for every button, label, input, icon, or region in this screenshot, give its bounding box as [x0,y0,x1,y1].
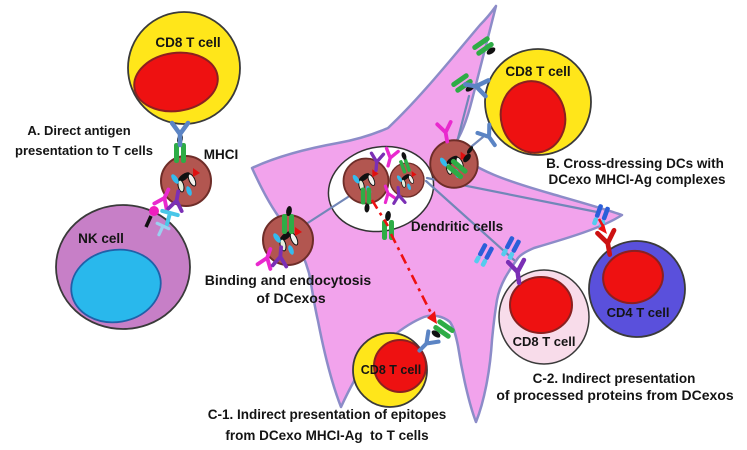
red-arrows [370,199,607,324]
pathway-c2-label-line2: of processed proteins from DCexos [496,387,734,403]
peptide [463,153,471,163]
exosome-binding [262,214,314,266]
trafficking-line [301,195,350,228]
cell-cd8-top-right [484,48,592,156]
binding-label-line2: of DCexos [256,290,326,306]
peptide [431,330,441,338]
peptide [401,152,407,160]
exosome-direct-presentation [160,155,212,207]
arrowhead [598,224,607,234]
peptide [466,146,474,154]
pathway-b-label-line1: B. Cross-dressing DCs with [546,156,724,171]
pin-head [149,206,159,216]
pathway-c2-label-line1: C-2. Indirect presentation [532,371,696,386]
dash-dot-arrow [370,199,435,318]
cd8-pink-label: CD8 T cell [512,334,576,349]
pathway-b-label-line2: DCexo MHCI-Ag complexes [548,172,726,187]
cd8-top-left-label: CD8 T cell [155,35,221,50]
trafficking-line [424,179,516,262]
cell-cd4 [588,240,686,338]
mhci-label: MHCI [203,147,239,162]
pathway-a-label-line1: A. Direct antigen [27,123,131,138]
tcr-y [172,123,188,145]
pathway-c1-label-line1: C-1. Indirect presentation of epitopes [207,407,447,422]
arrowhead [427,311,437,324]
pathway-c1-label-line2: from DCexo MHCI-Ag to T cells [225,428,429,443]
pathway-a-label-line2: presentation to T cells [15,143,153,158]
cd8-top-right-label: CD8 T cell [505,64,571,79]
peptide [286,206,292,216]
pin-stem [144,215,153,228]
peptide [486,47,496,55]
nk-cell-label: NK cell [78,231,124,246]
cd8-bottom-label: CD8 T cell [360,363,422,377]
binding-label-line1: Binding and endocytosis [204,272,372,288]
peptide [385,211,391,221]
trafficking-line [454,94,471,148]
cell-nk [55,204,191,330]
cell-cd8-pink [498,269,590,365]
dendritic-cell-membrane [250,4,624,424]
peptide [364,203,370,213]
cell-cd8-bottom [352,332,428,408]
cell-cd8-top-left [127,11,241,125]
dendritic-cells-label: Dendritic cells [410,219,504,234]
cd4-label: CD4 T cell [606,305,670,320]
exosome-in-endosome-1 [342,157,390,205]
nk-receptor-cluster [144,206,180,240]
